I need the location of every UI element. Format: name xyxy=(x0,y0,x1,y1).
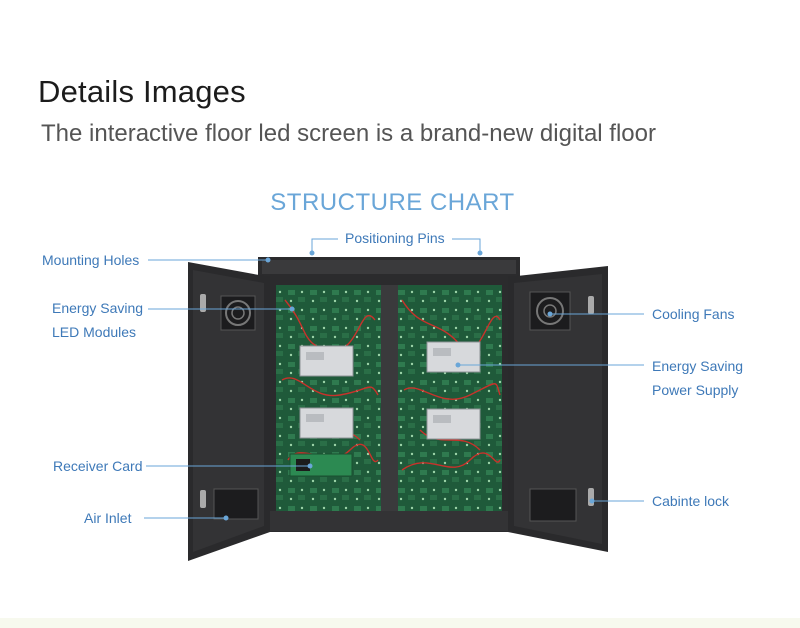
structure-chart-title: STRUCTURE CHART xyxy=(270,189,515,216)
power-supply-units xyxy=(299,341,481,440)
label-cooling-fans: Cooling Fans xyxy=(652,306,735,322)
footer-strip xyxy=(0,618,800,628)
label-cabinet-lock: Cabinte lock xyxy=(652,493,730,509)
label-energy-saving-power-line2: Power Supply xyxy=(652,382,739,398)
label-mounting-holes: Mounting Holes xyxy=(42,252,140,268)
left-callout-lines xyxy=(144,259,310,519)
right-callout-lines xyxy=(458,313,644,502)
page-title: Details Images xyxy=(38,74,246,109)
label-air-inlet: Air Inlet xyxy=(84,510,132,526)
label-energy-saving-power-line1: Energy Saving xyxy=(652,358,744,374)
led-module-panel-left xyxy=(276,285,381,511)
positioning-pins-pointer xyxy=(311,238,481,253)
label-positioning-pins: Positioning Pins xyxy=(345,230,445,246)
label-energy-saving-led-line2: LED Modules xyxy=(52,324,137,340)
led-module-panel-right xyxy=(398,285,502,511)
label-energy-saving-led-line1: Energy Saving xyxy=(52,300,144,316)
label-receiver-card: Receiver Card xyxy=(53,458,143,474)
page-subtitle: The interactive floor led screen is a br… xyxy=(41,120,656,147)
